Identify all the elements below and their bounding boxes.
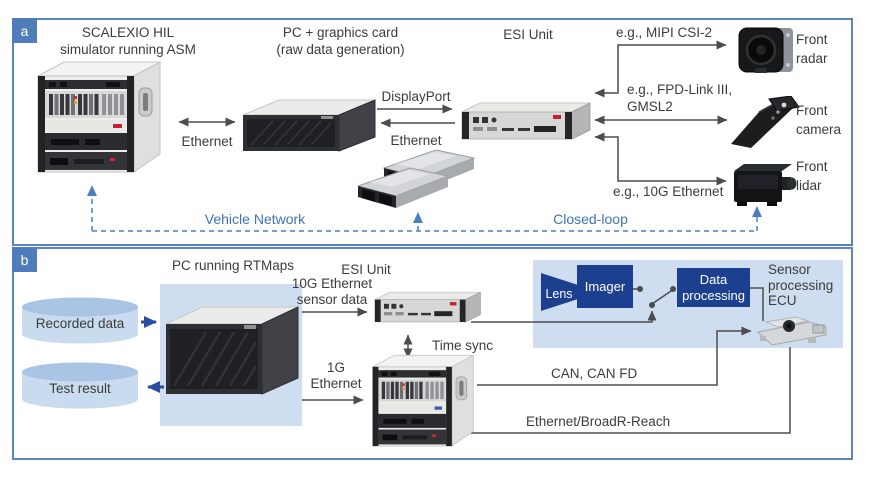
data-processing-label-line2: processing: [682, 287, 745, 303]
sensor-processing-ecu-image: [756, 316, 827, 346]
test-result-cylinder: [22, 362, 138, 409]
data-processing-label-line1: Data: [699, 272, 728, 287]
front-camera-image: [731, 96, 800, 148]
time-sync-label: Time sync: [432, 338, 494, 353]
vehicle-ecus-image: [358, 149, 475, 209]
closed-loop-label: Closed-loop: [553, 211, 628, 227]
pc-title: PC + graphics card (raw data generation): [276, 25, 405, 57]
ethernet-pc-esi-label: Ethernet: [390, 133, 442, 148]
vehicle-network-label: Vehicle Network: [204, 211, 306, 227]
lens-shape: [541, 273, 578, 311]
recorded-data-label: Recorded data: [35, 316, 125, 331]
esi-unit-title-b: ESI Unit: [341, 262, 391, 277]
scalexio-rack-image: [37, 61, 161, 173]
can-link: [477, 326, 752, 386]
panel-b-badge: b: [12, 247, 37, 272]
panel-b-frame: [12, 247, 853, 460]
front-camera-label: Front camera: [796, 103, 842, 137]
eth10g-sensor-data-label: 10G Ethernet sensor data: [291, 276, 373, 307]
eth10g-label-a: e.g., 10G Ethernet: [613, 184, 724, 199]
eth1g-label: 1G Ethernet: [310, 360, 362, 391]
panel-a-badge: a: [12, 18, 37, 43]
displayport-label: DisplayPort: [381, 89, 451, 104]
pc-rtmaps-image: [166, 306, 299, 395]
test-result-label: Test result: [49, 381, 111, 396]
imager-label: Imager: [584, 278, 626, 294]
mipi-label: e.g., MIPI CSI-2: [616, 25, 713, 40]
imager-switch-link: [633, 286, 676, 308]
broadr-reach-link: [452, 347, 791, 434]
simulator-title: SCALEXIO HIL simulator running ASM: [60, 25, 196, 57]
esi-switch-link: [471, 310, 657, 323]
data-processing-box: Data processing: [677, 268, 750, 307]
imager-box: Imager: [577, 265, 633, 308]
front-lidar-image: [734, 164, 797, 206]
lens-label: Lens: [545, 287, 573, 301]
esi-unit-image-a: [461, 102, 591, 140]
sensor-ecu-label: Sensor processing ECU: [768, 262, 834, 308]
esi-unit-image-b: [374, 291, 481, 323]
front-radar-image: [738, 27, 793, 73]
recorded-data-cylinder: [22, 297, 138, 344]
ethernet-rack-pc-label: Ethernet: [181, 134, 233, 149]
front-lidar-label: Front lidar: [796, 159, 828, 193]
fpd-label: e.g., FPD-Link III, GMSL2: [627, 82, 733, 114]
vehicle-network-dashed-line: [87, 185, 762, 232]
esi-radar-link: [594, 40, 727, 98]
panel-a-frame: [12, 18, 853, 246]
broadr-reach-label: Ethernet/BroadR-Reach: [526, 414, 671, 429]
pc-graphics-card-image: [243, 99, 376, 152]
can-label: CAN, CAN FD: [551, 366, 638, 381]
data-processing-ecu-link: [750, 287, 764, 321]
pc-rtmaps-title: PC running RTMaps: [171, 258, 295, 273]
esi-lidar-link: [594, 132, 727, 186]
scalexio-rack-image-b: [372, 354, 474, 447]
front-radar-label: Front radar: [796, 32, 828, 66]
esi-unit-title-a: ESI Unit: [503, 27, 553, 42]
